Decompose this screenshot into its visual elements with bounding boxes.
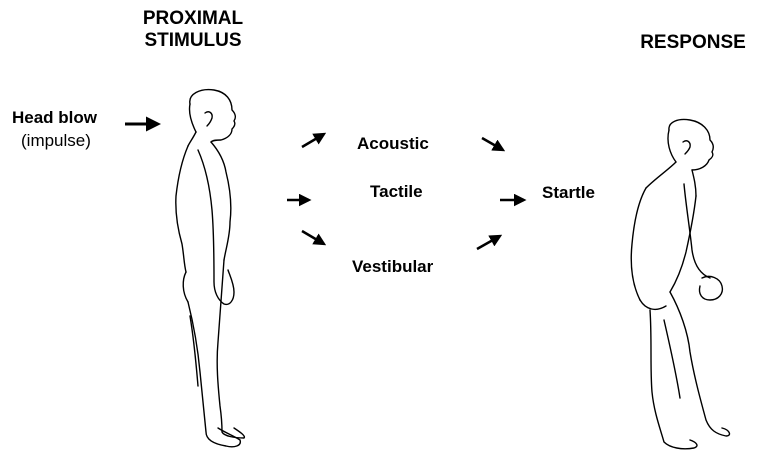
arrow-vestibular-to-startle [477, 236, 500, 249]
arrow-to-vestibular [302, 231, 324, 244]
standing-figure-illustration [176, 90, 245, 447]
arrow-acoustic-to-startle [482, 138, 503, 150]
arrow-to-acoustic [302, 134, 324, 147]
startled-figure-illustration [631, 119, 729, 448]
